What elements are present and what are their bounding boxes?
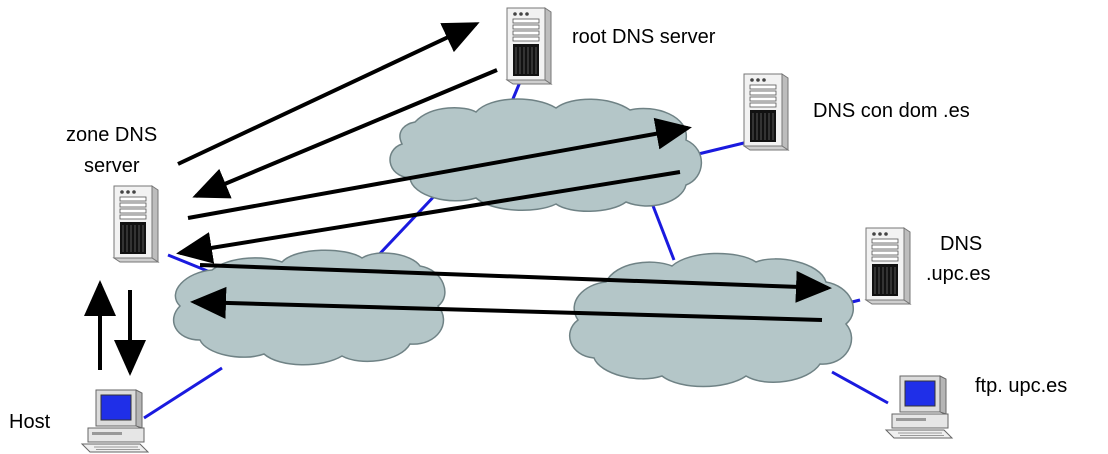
host-computer-icon [81, 389, 149, 453]
zone-dns-label-line1: zone DNS [66, 124, 157, 146]
link-cloud-top-right [648, 197, 676, 261]
arrow-upc-to-zone [190, 286, 823, 322]
link-host-cloud [143, 366, 223, 420]
zone-dns-server-icon [113, 185, 159, 263]
link-cloud-top-left [370, 188, 442, 264]
dns-es-server-icon [743, 73, 789, 151]
arrow-root-to-zone [192, 68, 498, 199]
zone-dns-label-line2: server [84, 155, 140, 177]
host-label: Host [9, 411, 51, 433]
arrow-zone-to-dnses [187, 117, 692, 220]
dns-es-label: DNS con dom .es [813, 100, 970, 122]
arrow-zone-to-upc [199, 263, 832, 303]
root-dns-server-icon [506, 7, 552, 85]
ftp-label: ftp. upc.es [975, 375, 1067, 397]
cloud-left [172, 249, 446, 366]
ftp-computer-icon [885, 375, 953, 439]
dns-upc-server-icon [865, 227, 911, 305]
query-arrows [84, 22, 832, 376]
dns-upc-label-line1: DNS [940, 233, 982, 255]
arrow-dnses-to-zone [176, 170, 681, 264]
link-ftp-cloud [831, 370, 889, 405]
dns-upc-label-line2: .upc.es [926, 263, 990, 285]
network-cloud-icon [172, 98, 855, 388]
arrow-zone-to-root [177, 22, 480, 166]
root-dns-label: root DNS server [572, 26, 716, 48]
